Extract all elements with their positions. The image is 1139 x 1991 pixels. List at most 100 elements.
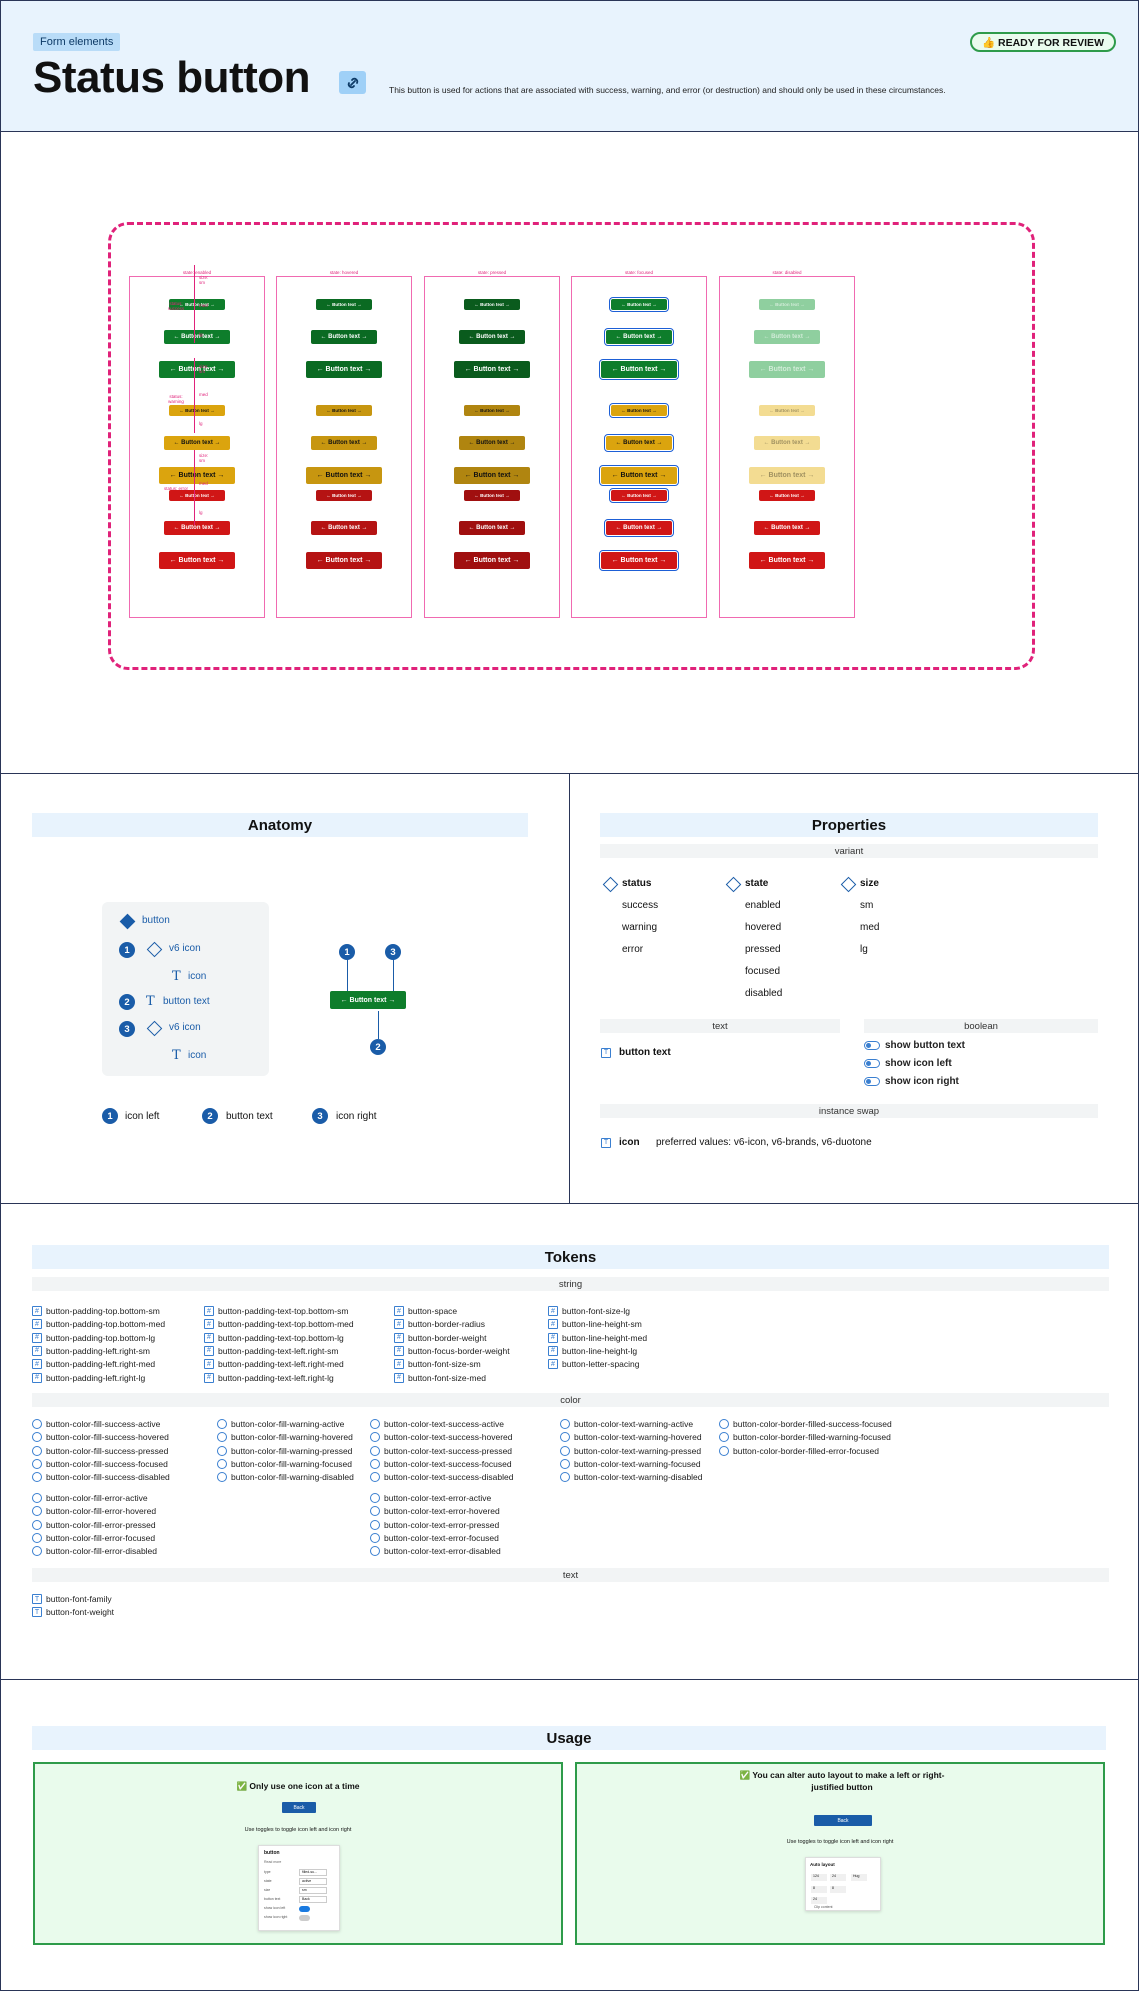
token-item: button-color-text-error-hovered — [370, 1506, 500, 1517]
legend-marker-3: 3 — [312, 1108, 328, 1124]
status-button-success[interactable]: ← Button text → — [316, 299, 372, 310]
token-item: #button-padding-text-left.right-med — [204, 1359, 344, 1370]
status-button-warning[interactable]: ← Button text → — [164, 436, 230, 450]
color-token-icon — [370, 1472, 380, 1483]
token-item: button-color-fill-warning-active — [217, 1419, 344, 1429]
token-item: button-color-border-filled-success-focus… — [719, 1419, 892, 1429]
status-button-success[interactable]: ← Button text → — [759, 299, 815, 310]
status-button-error[interactable]: ← Button text → — [598, 549, 680, 572]
status-button-success[interactable]: ← Button text → — [603, 327, 675, 347]
size-label: lg — [199, 332, 203, 337]
mini-field[interactable]: 24 — [830, 1874, 846, 1881]
status-button-warning[interactable]: ← Button text → — [159, 467, 235, 484]
status-button-success[interactable]: ← Button text → — [608, 296, 670, 313]
toggle-icon — [864, 1077, 880, 1086]
color-token-icon — [719, 1445, 729, 1456]
button-label: Button text — [473, 472, 511, 479]
back-button-wide[interactable]: Back — [814, 1815, 872, 1826]
status-button-success[interactable]: ← Button text → — [459, 330, 525, 344]
status-button-error[interactable]: ← Button text → — [603, 518, 675, 538]
status-button-warning[interactable]: ← Button text → — [759, 405, 815, 416]
mini-clip[interactable]: Clip content — [814, 1905, 833, 1909]
status-button-warning[interactable]: ← Button text → — [754, 436, 820, 450]
status-button-warning[interactable]: ← Button text → — [749, 467, 825, 484]
variant-name: state — [745, 878, 769, 889]
status-button-error[interactable]: ← Button text → — [316, 490, 372, 501]
status-button-error[interactable]: ← Button text → — [749, 552, 825, 569]
variant-value: disabled — [745, 988, 783, 999]
arrow-right-icon: → — [798, 493, 805, 498]
status-button-success[interactable]: ← Button text → — [754, 330, 820, 344]
status-button-error[interactable]: ← Button text → — [159, 552, 235, 569]
status-button-error[interactable]: ← Button text → — [306, 552, 382, 569]
tree-icon2-child: icon — [188, 1050, 207, 1061]
color-token-icon — [719, 1432, 729, 1443]
usage-card-2-title: ✅ You can alter auto layout to make a le… — [739, 1770, 945, 1792]
variant-value: error — [622, 944, 644, 955]
token-item: button-color-fill-success-hovered — [32, 1432, 169, 1443]
mini-read-more[interactable]: Read more — [264, 1860, 282, 1864]
status-button-warning[interactable]: ← Button text → — [464, 405, 520, 416]
status-button-success[interactable]: ← Button text → — [598, 358, 680, 381]
mini-toggle[interactable] — [299, 1906, 310, 1912]
arrow-left-icon: ← — [621, 408, 628, 413]
status-button-error[interactable]: ← Button text → — [759, 490, 815, 501]
button-label: Button text — [627, 408, 651, 413]
status-button-error[interactable]: ← Button text → — [464, 490, 520, 501]
back-button[interactable]: Back — [282, 1802, 316, 1813]
color-token-icon — [32, 1493, 42, 1503]
button-label: Button text — [771, 440, 803, 446]
mini-field[interactable]: Hug — [851, 1874, 867, 1881]
status-button-error[interactable]: ← Button text → — [164, 521, 230, 535]
token-item: button-color-text-error-disabled — [370, 1546, 501, 1557]
status-button-success[interactable]: ← Button text → — [169, 299, 225, 310]
color-token-icon — [560, 1419, 570, 1429]
status-button-warning[interactable]: ← Button text → — [459, 436, 525, 450]
status-button-warning[interactable]: ← Button text → — [608, 402, 670, 419]
size-label: size: sm — [199, 275, 209, 285]
status-button-warning[interactable]: ← Button text → — [603, 433, 675, 453]
mini-row-value[interactable]: Back — [299, 1896, 327, 1903]
mini-field[interactable]: 24 — [811, 1897, 827, 1904]
status-button-error[interactable]: ← Button text → — [169, 490, 225, 501]
arrow-right-icon: → — [362, 472, 372, 479]
mini-row-value[interactable]: sm — [299, 1887, 327, 1894]
token-item: #button-padding-left.right-sm — [32, 1345, 150, 1356]
mini-field[interactable]: 8 — [811, 1886, 827, 1893]
token-item: button-color-border-filled-warning-focus… — [719, 1432, 891, 1443]
status-button-warning[interactable]: ← Button text → — [316, 405, 372, 416]
token-item: button-color-text-warning-active — [560, 1419, 693, 1429]
size-label: lg — [199, 510, 203, 515]
status-button-warning[interactable]: ← Button text → — [311, 436, 377, 450]
status-button-success[interactable]: ← Button text → — [454, 361, 530, 378]
mini-row-value[interactable]: filled-su... — [299, 1869, 327, 1876]
mini-row-value[interactable]: active — [299, 1878, 327, 1885]
mini-field[interactable]: 8 — [830, 1886, 846, 1893]
mini-toggle[interactable] — [299, 1915, 310, 1921]
arrow-right-icon: → — [802, 525, 811, 531]
status-button-success[interactable]: ← Button text → — [164, 330, 230, 344]
status-button-success[interactable]: ← Button text → — [749, 361, 825, 378]
status-button-error[interactable]: ← Button text → — [608, 487, 670, 504]
button-label: Button text — [768, 472, 806, 479]
status-button-error[interactable]: ← Button text → — [754, 521, 820, 535]
tree-icon2: v6 icon — [169, 1022, 201, 1033]
arrow-left-icon: ← — [173, 525, 182, 531]
status-button-warning[interactable]: ← Button text → — [598, 464, 680, 487]
status-button-success[interactable]: ← Button text → — [306, 361, 382, 378]
link-icon[interactable] — [339, 71, 366, 94]
status-button-warning[interactable]: ← Button text → — [169, 405, 225, 416]
status-button-success[interactable]: ← Button text → — [464, 299, 520, 310]
mini-panel-title: button — [264, 1850, 280, 1856]
status-button-warning[interactable]: ← Button text → — [306, 467, 382, 484]
button-label: Button text — [620, 366, 658, 373]
status-button-warning[interactable]: ← Button text → — [454, 467, 530, 484]
status-button-error[interactable]: ← Button text → — [459, 521, 525, 535]
mini-field[interactable]: 124 — [811, 1874, 827, 1881]
status-button-error[interactable]: ← Button text → — [454, 552, 530, 569]
token-item: #button-font-size-sm — [394, 1359, 481, 1370]
arrow-right-icon: → — [359, 440, 368, 446]
status-button-success[interactable]: ← Button text → — [159, 361, 235, 378]
status-button-success[interactable]: ← Button text → — [311, 330, 377, 344]
status-button-error[interactable]: ← Button text → — [311, 521, 377, 535]
